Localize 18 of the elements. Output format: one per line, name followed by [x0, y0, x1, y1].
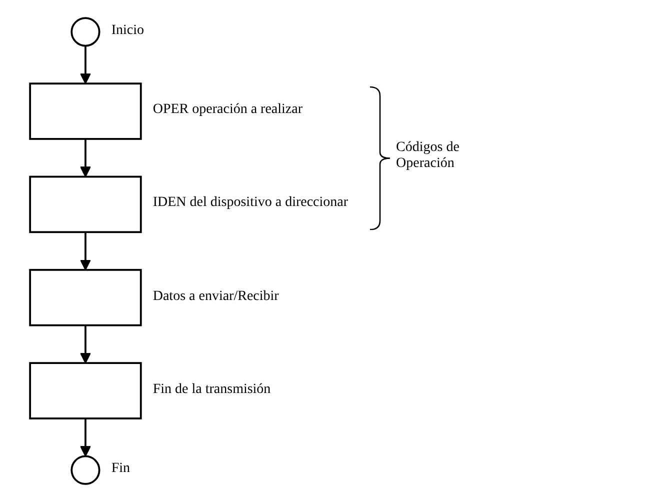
- node-caption: Fin: [111, 461, 130, 478]
- process-box: [29, 268, 142, 326]
- node-caption: Datos a enviar/Recibir: [152, 288, 279, 305]
- node-caption: OPER operación a realizar: [152, 102, 303, 118]
- process-box: [29, 362, 142, 420]
- arrow: [80, 418, 91, 457]
- process-box: [29, 176, 142, 234]
- arrow: [80, 46, 91, 84]
- arrow: [80, 138, 91, 178]
- process-box: [29, 82, 142, 140]
- terminal-circle: [70, 455, 100, 485]
- node-caption: Inicio: [111, 22, 144, 39]
- node-caption: IDEN del dispositivo a direccionar: [152, 195, 348, 212]
- group-label: Códigos de Operación: [396, 140, 460, 172]
- arrow: [80, 325, 91, 364]
- node-caption: Fin de la transmisión: [152, 382, 271, 398]
- terminal-circle: [70, 17, 100, 47]
- arrow: [80, 232, 91, 270]
